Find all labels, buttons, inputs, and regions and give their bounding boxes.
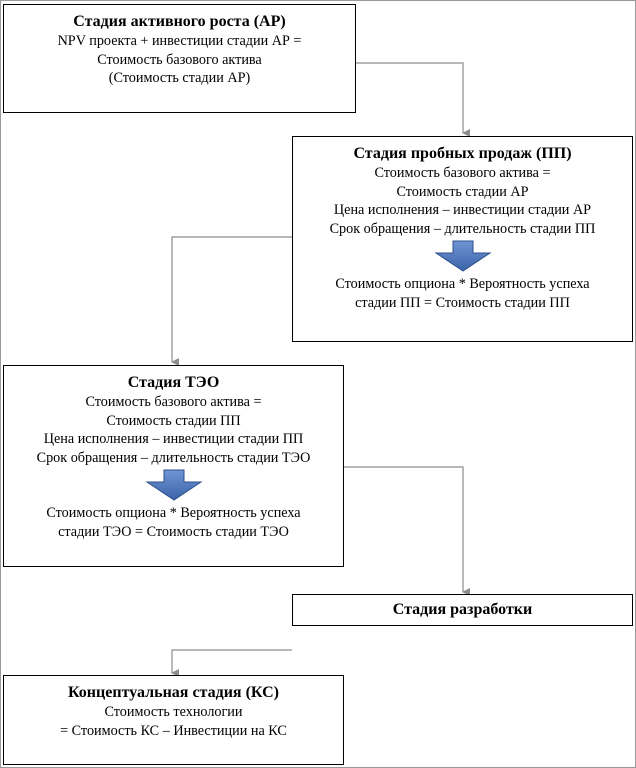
stage-ks-box: Концептуальная стадия (КС) Стоимость тех… [3, 675, 344, 765]
stage-pp-title: Стадия пробных продаж (ПП) [353, 145, 572, 162]
stage-teo-title: Стадия ТЭО [127, 374, 220, 391]
stage-teo-line: Цена исполнения – инвестиции стадии ПП [43, 431, 304, 448]
stage-teo-result-line: стадии ТЭО = Стоимость стадии ТЭО [58, 523, 289, 540]
stage-pp-result-line: Стоимость опциона * Вероятность успеха [335, 276, 590, 293]
connector-pp-to-teo [171, 236, 292, 366]
stage-pp-result-line: стадии ПП = Стоимость стадии ПП [355, 294, 570, 311]
stage-ks-title: Концептуальная стадия (КС) [68, 684, 279, 701]
stage-pp-line: Цена исполнения – инвестиции стадии АР [333, 202, 592, 219]
stage-ks-line: = Стоимость КС – Инвестиции на КС [60, 722, 287, 739]
stage-teo-box: Стадия ТЭО Стоимость базового актива = С… [3, 365, 344, 567]
stage-ar-box: Стадия активного роста (АР) NPV проекта … [3, 4, 356, 113]
stage-pp-line: Стоимость базового актива = [374, 165, 551, 181]
stage-ar-line: NPV проекта + инвестиции стадии АР = [57, 33, 302, 49]
stage-ks-line: Стоимость технологии [104, 704, 243, 720]
down-block-arrow-icon [144, 469, 203, 501]
stage-dev-box: Стадия разработки [292, 594, 633, 626]
stage-ar-title: Стадия активного роста (АР) [73, 13, 286, 30]
stage-dev-title: Стадия разработки [392, 601, 533, 618]
down-block-arrow-icon [433, 240, 492, 272]
stage-teo-line: Стоимость стадии ПП [106, 412, 241, 429]
stage-teo-result-line: Стоимость опциона * Вероятность успеха [46, 505, 301, 522]
connector-teo-to-dev [344, 466, 470, 596]
stage-pp-line: Стоимость стадии АР [396, 183, 529, 200]
stage-teo-line: Стоимость базового актива = [85, 394, 262, 410]
connector-dev-to-ks [171, 649, 292, 677]
connector-ar-to-pp [356, 62, 470, 137]
stage-ar-line: (Стоимость стадии АР) [108, 70, 251, 87]
stage-teo-line: Срок обращения – длительность стадии ТЭО [36, 449, 311, 466]
stage-pp-box: Стадия пробных продаж (ПП) Стоимость баз… [292, 136, 633, 342]
stage-pp-line: Срок обращения – длительность стадии ПП [329, 220, 596, 237]
stage-ar-line: Стоимость базового актива [97, 51, 262, 68]
